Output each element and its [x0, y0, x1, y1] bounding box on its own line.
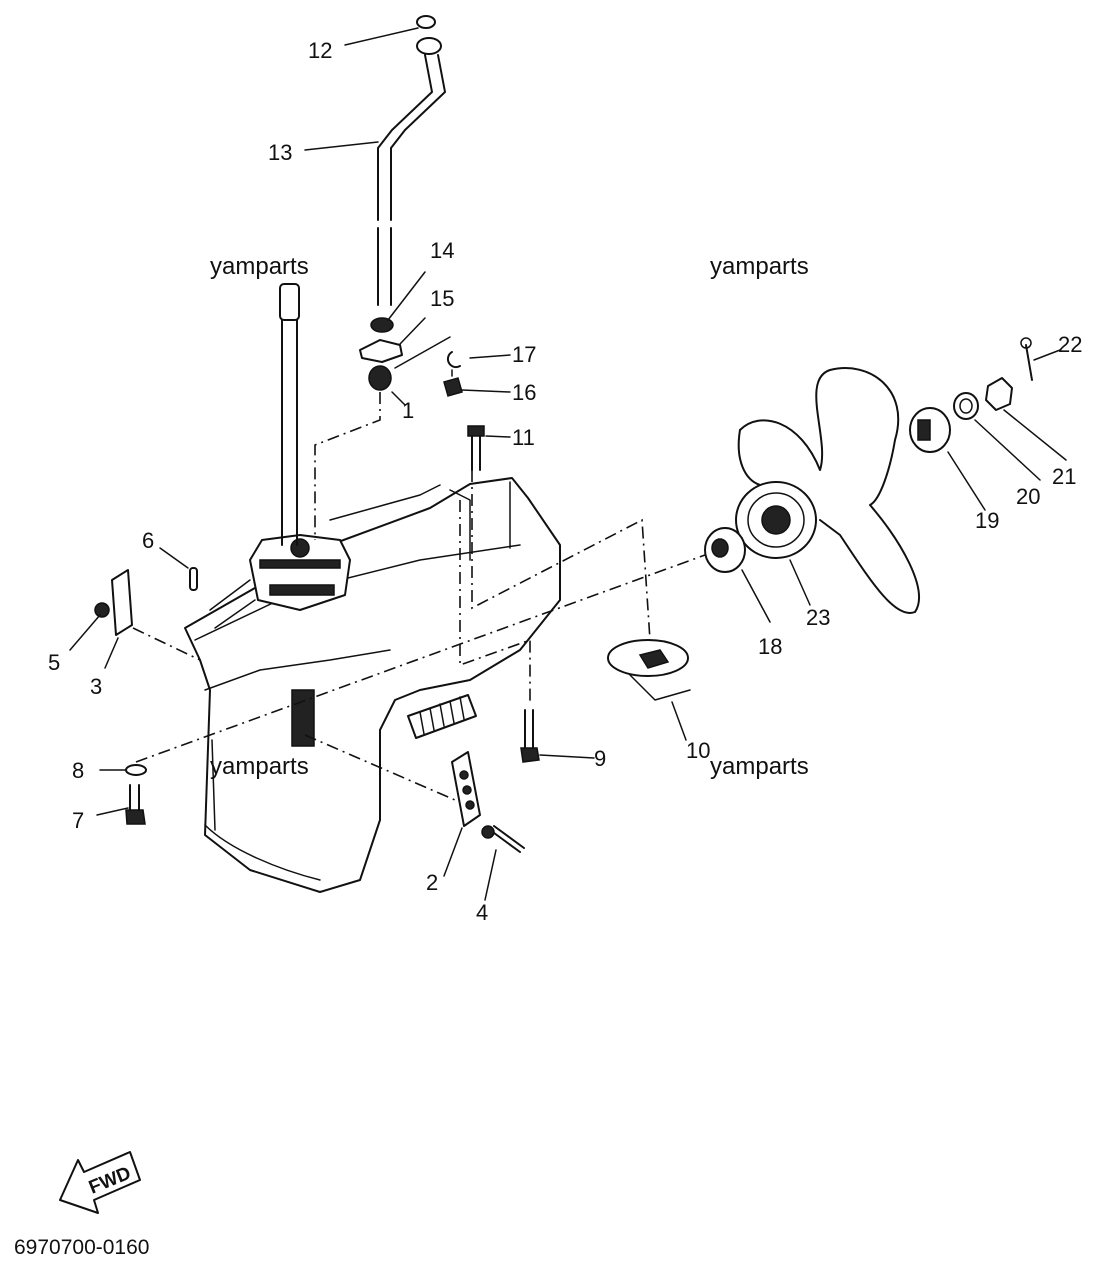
label-12: 12 — [308, 38, 332, 63]
label-14: 14 — [430, 238, 454, 263]
leader-lines — [69, 27, 1067, 901]
lower-casing — [184, 283, 561, 893]
label-2: 2 — [426, 870, 438, 895]
assembly-lines — [132, 392, 706, 801]
label-20: 20 — [1016, 484, 1040, 509]
label-18: 18 — [758, 634, 782, 659]
propeller — [704, 337, 1033, 615]
watermark-bottom-left: yamparts — [210, 753, 309, 780]
label-5: 5 — [48, 650, 60, 675]
label-22: 22 — [1058, 332, 1082, 357]
label-10: 10 — [686, 738, 710, 763]
drawing-code: 6970700-0160 — [14, 1236, 149, 1259]
part-labels: 12 13 14 15 17 16 1 11 6 5 3 8 7 9 10 18… — [48, 38, 1082, 925]
watermark-bottom-right: yamparts — [710, 753, 809, 780]
grommet-stack — [359, 317, 403, 391]
label-21: 21 — [1052, 464, 1076, 489]
label-23: 23 — [806, 605, 830, 630]
label-9: 9 — [594, 746, 606, 771]
label-4: 4 — [476, 900, 488, 925]
label-13: 13 — [268, 140, 292, 165]
watermark-top-left: yamparts — [210, 253, 309, 280]
small-parts — [94, 351, 691, 853]
fwd-arrow: FWD — [59, 1151, 141, 1214]
label-15: 15 — [430, 286, 454, 311]
label-1: 1 — [402, 398, 414, 423]
label-11: 11 — [512, 425, 535, 450]
watermark-top-right: yamparts — [710, 253, 809, 280]
label-6: 6 — [142, 528, 154, 553]
label-3: 3 — [90, 674, 102, 699]
label-8: 8 — [72, 758, 84, 783]
watermarks: yamparts yamparts yamparts yamparts — [210, 253, 809, 780]
label-19: 19 — [975, 508, 999, 533]
label-16: 16 — [512, 380, 536, 405]
water-tube — [377, 15, 446, 306]
label-17: 17 — [512, 342, 536, 367]
label-7: 7 — [72, 808, 84, 833]
